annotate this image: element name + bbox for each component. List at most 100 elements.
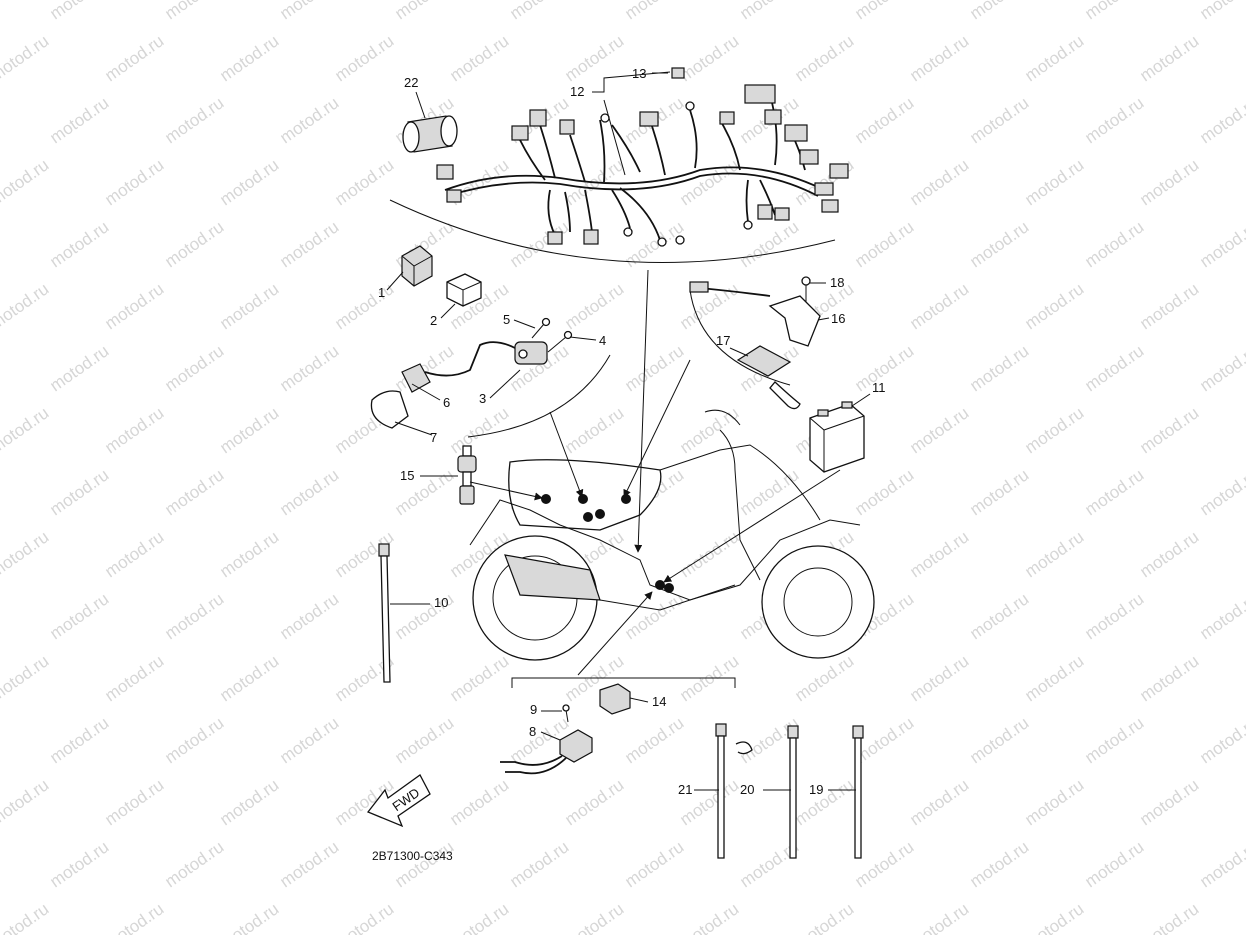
part-5-screw[interactable] [531, 317, 551, 339]
watermark-text: motod.ru [1081, 217, 1147, 271]
watermark-text: motod.ru [101, 403, 167, 457]
watermark-text: motod.ru [276, 837, 342, 891]
part-7-cap-cover[interactable] [370, 390, 409, 429]
watermark-text: motod.ru [161, 589, 227, 643]
watermark-text: motod.ru [0, 899, 52, 935]
watermark-text: motod.ru [216, 775, 282, 829]
watermark-text: motod.ru [1196, 0, 1246, 23]
part-4-screw[interactable] [547, 330, 573, 353]
watermark-text: motod.ru [101, 527, 167, 581]
part-15-sensor[interactable] [457, 445, 477, 505]
callout-19: 19 [809, 782, 823, 797]
watermark-text: motod.ru [1196, 341, 1246, 395]
watermark-text: motod.ru [391, 0, 457, 23]
watermark-text: motod.ru [216, 651, 282, 705]
watermark-text: motod.ru [1196, 713, 1246, 767]
part-2-flasher-relay[interactable] [446, 273, 482, 307]
watermark-text: motod.ru [1021, 31, 1087, 85]
part-14-regulator[interactable] [599, 683, 631, 715]
part-18-screw[interactable] [801, 276, 811, 302]
part-9-screw[interactable] [562, 704, 570, 723]
watermark-text: motod.ru [446, 899, 512, 935]
watermark-text: motod.ru [1021, 279, 1087, 333]
watermark-text: motod.ru [1136, 899, 1202, 935]
watermark-text: motod.ru [506, 837, 572, 891]
watermark-text: motod.ru [906, 403, 972, 457]
watermark-text: motod.ru [446, 31, 512, 85]
watermark-text: motod.ru [161, 465, 227, 519]
watermark-text: motod.ru [966, 837, 1032, 891]
watermark-text: motod.ru [736, 465, 802, 519]
watermark-text: motod.ru [851, 217, 917, 271]
watermark-text: motod.ru [46, 217, 112, 271]
callout-5: 5 [503, 312, 510, 327]
callout-15: 15 [400, 468, 414, 483]
part-8-cdi-unit[interactable] [500, 729, 593, 775]
watermark-text: motod.ru [446, 775, 512, 829]
part-19-cable-tie[interactable] [852, 725, 864, 859]
watermark-text: motod.ru [101, 155, 167, 209]
watermark-text: motod.ru [791, 899, 857, 935]
part-10-cable-tie[interactable] [378, 543, 391, 683]
part-20-cable-tie[interactable] [787, 725, 799, 859]
watermark-text: motod.ru [1136, 527, 1202, 581]
watermark-text: motod.ru [46, 0, 112, 23]
callout-7: 7 [430, 430, 437, 445]
watermark-text: motod.ru [1021, 403, 1087, 457]
watermark-text: motod.ru [906, 651, 972, 705]
watermark-text: motod.ru [0, 155, 52, 209]
callout-12: 12 [570, 84, 584, 99]
watermark-text: motod.ru [966, 341, 1032, 395]
watermark-text: motod.ru [46, 465, 112, 519]
watermark-text: motod.ru [331, 899, 397, 935]
watermark-text: motod.ru [276, 217, 342, 271]
watermark-text: motod.ru [1081, 589, 1147, 643]
watermark-text: motod.ru [46, 713, 112, 767]
part-13-fuse[interactable] [671, 67, 685, 79]
callout-18: 18 [830, 275, 844, 290]
watermark-text: motod.ru [736, 0, 802, 23]
part-21-cable-tie[interactable] [715, 723, 753, 859]
watermark-text: motod.ru [101, 279, 167, 333]
part-22-sleeve[interactable] [402, 115, 458, 153]
part-12-wire-harness[interactable] [436, 84, 849, 247]
leader-lines [386, 71, 871, 791]
watermark-text: motod.ru [676, 527, 742, 581]
watermark-text: motod.ru [276, 465, 342, 519]
watermark-text: motod.ru [101, 651, 167, 705]
watermark-text: motod.ru [446, 403, 512, 457]
part-3-ignition-coil[interactable] [424, 341, 548, 377]
watermark-text: motod.ru [621, 589, 687, 643]
watermark-text: motod.ru [216, 403, 282, 457]
watermark-text: motod.ru [101, 31, 167, 85]
watermark-text: motod.ru [446, 651, 512, 705]
part-1-relay[interactable] [401, 245, 433, 287]
drawing-code: 2B71300-C343 [372, 849, 453, 863]
part-16-switch-bracket[interactable] [689, 281, 821, 347]
watermark-text: motod.ru [391, 341, 457, 395]
watermark-text: motod.ru [561, 403, 627, 457]
watermark-text: motod.ru [46, 837, 112, 891]
watermark-text: motod.ru [216, 31, 282, 85]
part-6-plug-cap[interactable] [401, 363, 431, 393]
watermark-text: motod.ru [621, 713, 687, 767]
watermark-text: motod.ru [966, 217, 1032, 271]
watermark-text: motod.ru [216, 279, 282, 333]
watermark-text: motod.ru [791, 775, 857, 829]
watermark-text: motod.ru [906, 31, 972, 85]
watermark-text: motod.ru [0, 279, 52, 333]
watermark-text: motod.ru [1196, 217, 1246, 271]
watermark-text: motod.ru [561, 899, 627, 935]
watermark-text: motod.ru [851, 465, 917, 519]
watermark-text: motod.ru [101, 775, 167, 829]
watermark-text: motod.ru [1021, 155, 1087, 209]
part-11-battery[interactable] [809, 401, 865, 473]
callout-17: 17 [716, 333, 730, 348]
watermark-text: motod.ru [1081, 713, 1147, 767]
watermark-text: motod.ru [1081, 837, 1147, 891]
callout-3: 3 [479, 391, 486, 406]
ignition-section-arc [467, 354, 611, 438]
watermark-text: motod.ru [1136, 279, 1202, 333]
part-17-switch-plate[interactable] [736, 345, 801, 410]
watermark-text: motod.ru [621, 0, 687, 23]
